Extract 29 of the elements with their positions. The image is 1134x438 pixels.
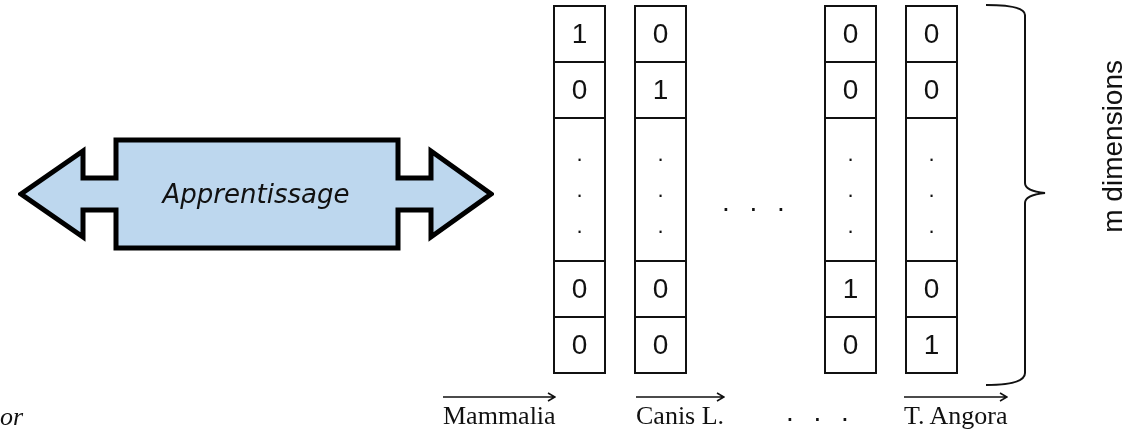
vector-cell: 0 xyxy=(553,316,606,374)
vector-cell: . . . xyxy=(634,117,687,262)
vector-name: Mammalia xyxy=(443,402,556,430)
vector-name: Canis L. xyxy=(636,402,725,430)
dimension-note: m dimensions xyxy=(1097,60,1129,233)
vector-name: or xyxy=(0,401,24,432)
vector-cell: 1 xyxy=(553,5,606,63)
ellipsis: . . . xyxy=(722,186,791,218)
vector-cell: 1 xyxy=(634,61,687,119)
vector-cell: 0 xyxy=(553,61,606,119)
vector-cell: 1 xyxy=(824,260,877,318)
vector-cell: . . . xyxy=(553,117,606,262)
vector-cell: . . . xyxy=(824,117,877,262)
arrow-label: Apprentissage xyxy=(160,178,351,211)
double-arrow-shape xyxy=(18,137,494,251)
vector-cell: 0 xyxy=(905,260,958,318)
vector-cell: 0 xyxy=(905,5,958,63)
vector-cell: 0 xyxy=(634,316,687,374)
vector-cell: 0 xyxy=(905,61,958,119)
vector-cell: 0 xyxy=(824,61,877,119)
ellipsis: . . . xyxy=(786,396,855,428)
vector-cell: 0 xyxy=(553,260,606,318)
vector-cell: 1 xyxy=(905,316,958,374)
vector-cell: 0 xyxy=(634,5,687,63)
vector-cell: 0 xyxy=(824,316,877,374)
vector-cell: 0 xyxy=(634,260,687,318)
vector-name: T. Angora xyxy=(904,402,1008,430)
vector-cell: . . . xyxy=(905,117,958,262)
vector-cell: 0 xyxy=(824,5,877,63)
